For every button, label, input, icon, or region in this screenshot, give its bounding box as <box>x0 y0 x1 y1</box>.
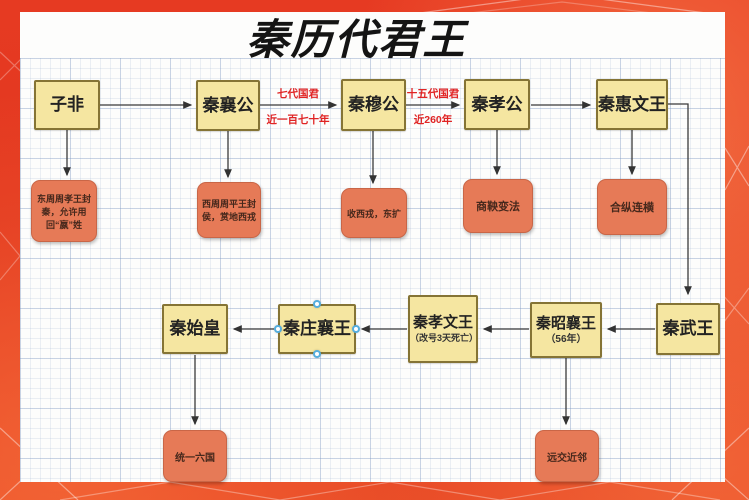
note-zifei-text: 东周周孝王封秦，允许用回“嬴”姓 <box>36 193 91 230</box>
node-zhaoxiang-note: （56年） <box>545 333 587 345</box>
selection-handle-top[interactable] <box>313 300 321 308</box>
node-wuwang-label: 秦武王 <box>662 319 714 339</box>
node-huiwen[interactable]: 秦惠文王 <box>596 79 668 130</box>
note-zhaoxiang[interactable]: 远交近邻 <box>535 430 599 482</box>
node-xianggong[interactable]: 秦襄公 <box>196 80 260 131</box>
era1-title-label: 七代国君 <box>277 88 319 100</box>
node-shihuang-label: 秦始皇 <box>169 319 221 339</box>
node-xiaowen-label: 秦孝文王 <box>412 314 473 332</box>
node-zhuangxiang[interactable]: 秦庄襄王 <box>278 304 356 354</box>
note-xianggong[interactable]: 西周周平王封侯，赏地西戎 <box>197 182 261 238</box>
selection-handle-bottom[interactable] <box>313 350 321 358</box>
node-zhaoxiang-label: 秦昭襄王 <box>535 314 596 332</box>
era2-title-label: 十五代国君 <box>406 88 460 100</box>
node-wuwang[interactable]: 秦武王 <box>656 303 720 355</box>
note-xianggong-text: 西周周平王封侯，赏地西戎 <box>202 199 257 222</box>
page-title: 秦历代君王 <box>0 6 749 67</box>
page-title-text: 秦历代君王 <box>246 15 467 64</box>
node-xianggong-label: 秦襄公 <box>202 95 254 115</box>
note-zifei[interactable]: 东周周孝王封秦，允许用回“嬴”姓 <box>31 180 97 242</box>
note-huiwen-text: 合纵连横 <box>610 202 654 214</box>
node-xiaogong[interactable]: 秦孝公 <box>464 79 530 130</box>
node-zhaoxiang[interactable]: 秦昭襄王 （56年） <box>530 302 602 358</box>
note-huiwen[interactable]: 合纵连横 <box>597 179 667 235</box>
node-zifei-label: 子非 <box>50 95 84 115</box>
selection-handle-left[interactable] <box>274 325 282 333</box>
note-mugong[interactable]: 收西戎，东扩 <box>341 188 407 238</box>
era2-duration-label: 近260年 <box>413 114 453 126</box>
note-shihuang-text: 统一六国 <box>175 452 215 464</box>
note-xiaogong[interactable]: 商鞅变法 <box>463 179 533 233</box>
node-zhuangxiang-label: 秦庄襄王 <box>283 319 351 339</box>
note-shihuang[interactable]: 统一六国 <box>163 430 227 482</box>
era1-duration-label: 近一百七十年 <box>266 114 330 126</box>
node-xiaowen[interactable]: 秦孝文王 （改号3天死亡） <box>408 295 478 363</box>
node-mugong-label: 秦穆公 <box>348 95 399 115</box>
selection-handle-right[interactable] <box>352 325 360 333</box>
note-xiaogong-text: 商鞅变法 <box>476 201 520 213</box>
node-huiwen-label: 秦惠文王 <box>598 94 666 114</box>
node-xiaowen-note: （改号3天死亡） <box>410 333 479 344</box>
node-xiaogong-label: 秦孝公 <box>471 94 523 114</box>
node-shihuang[interactable]: 秦始皇 <box>162 304 228 354</box>
node-mugong[interactable]: 秦穆公 <box>341 79 406 131</box>
note-mugong-text: 收西戎，东扩 <box>346 208 401 219</box>
node-zifei[interactable]: 子非 <box>34 80 100 130</box>
note-zhaoxiang-text: 远交近邻 <box>547 452 587 464</box>
